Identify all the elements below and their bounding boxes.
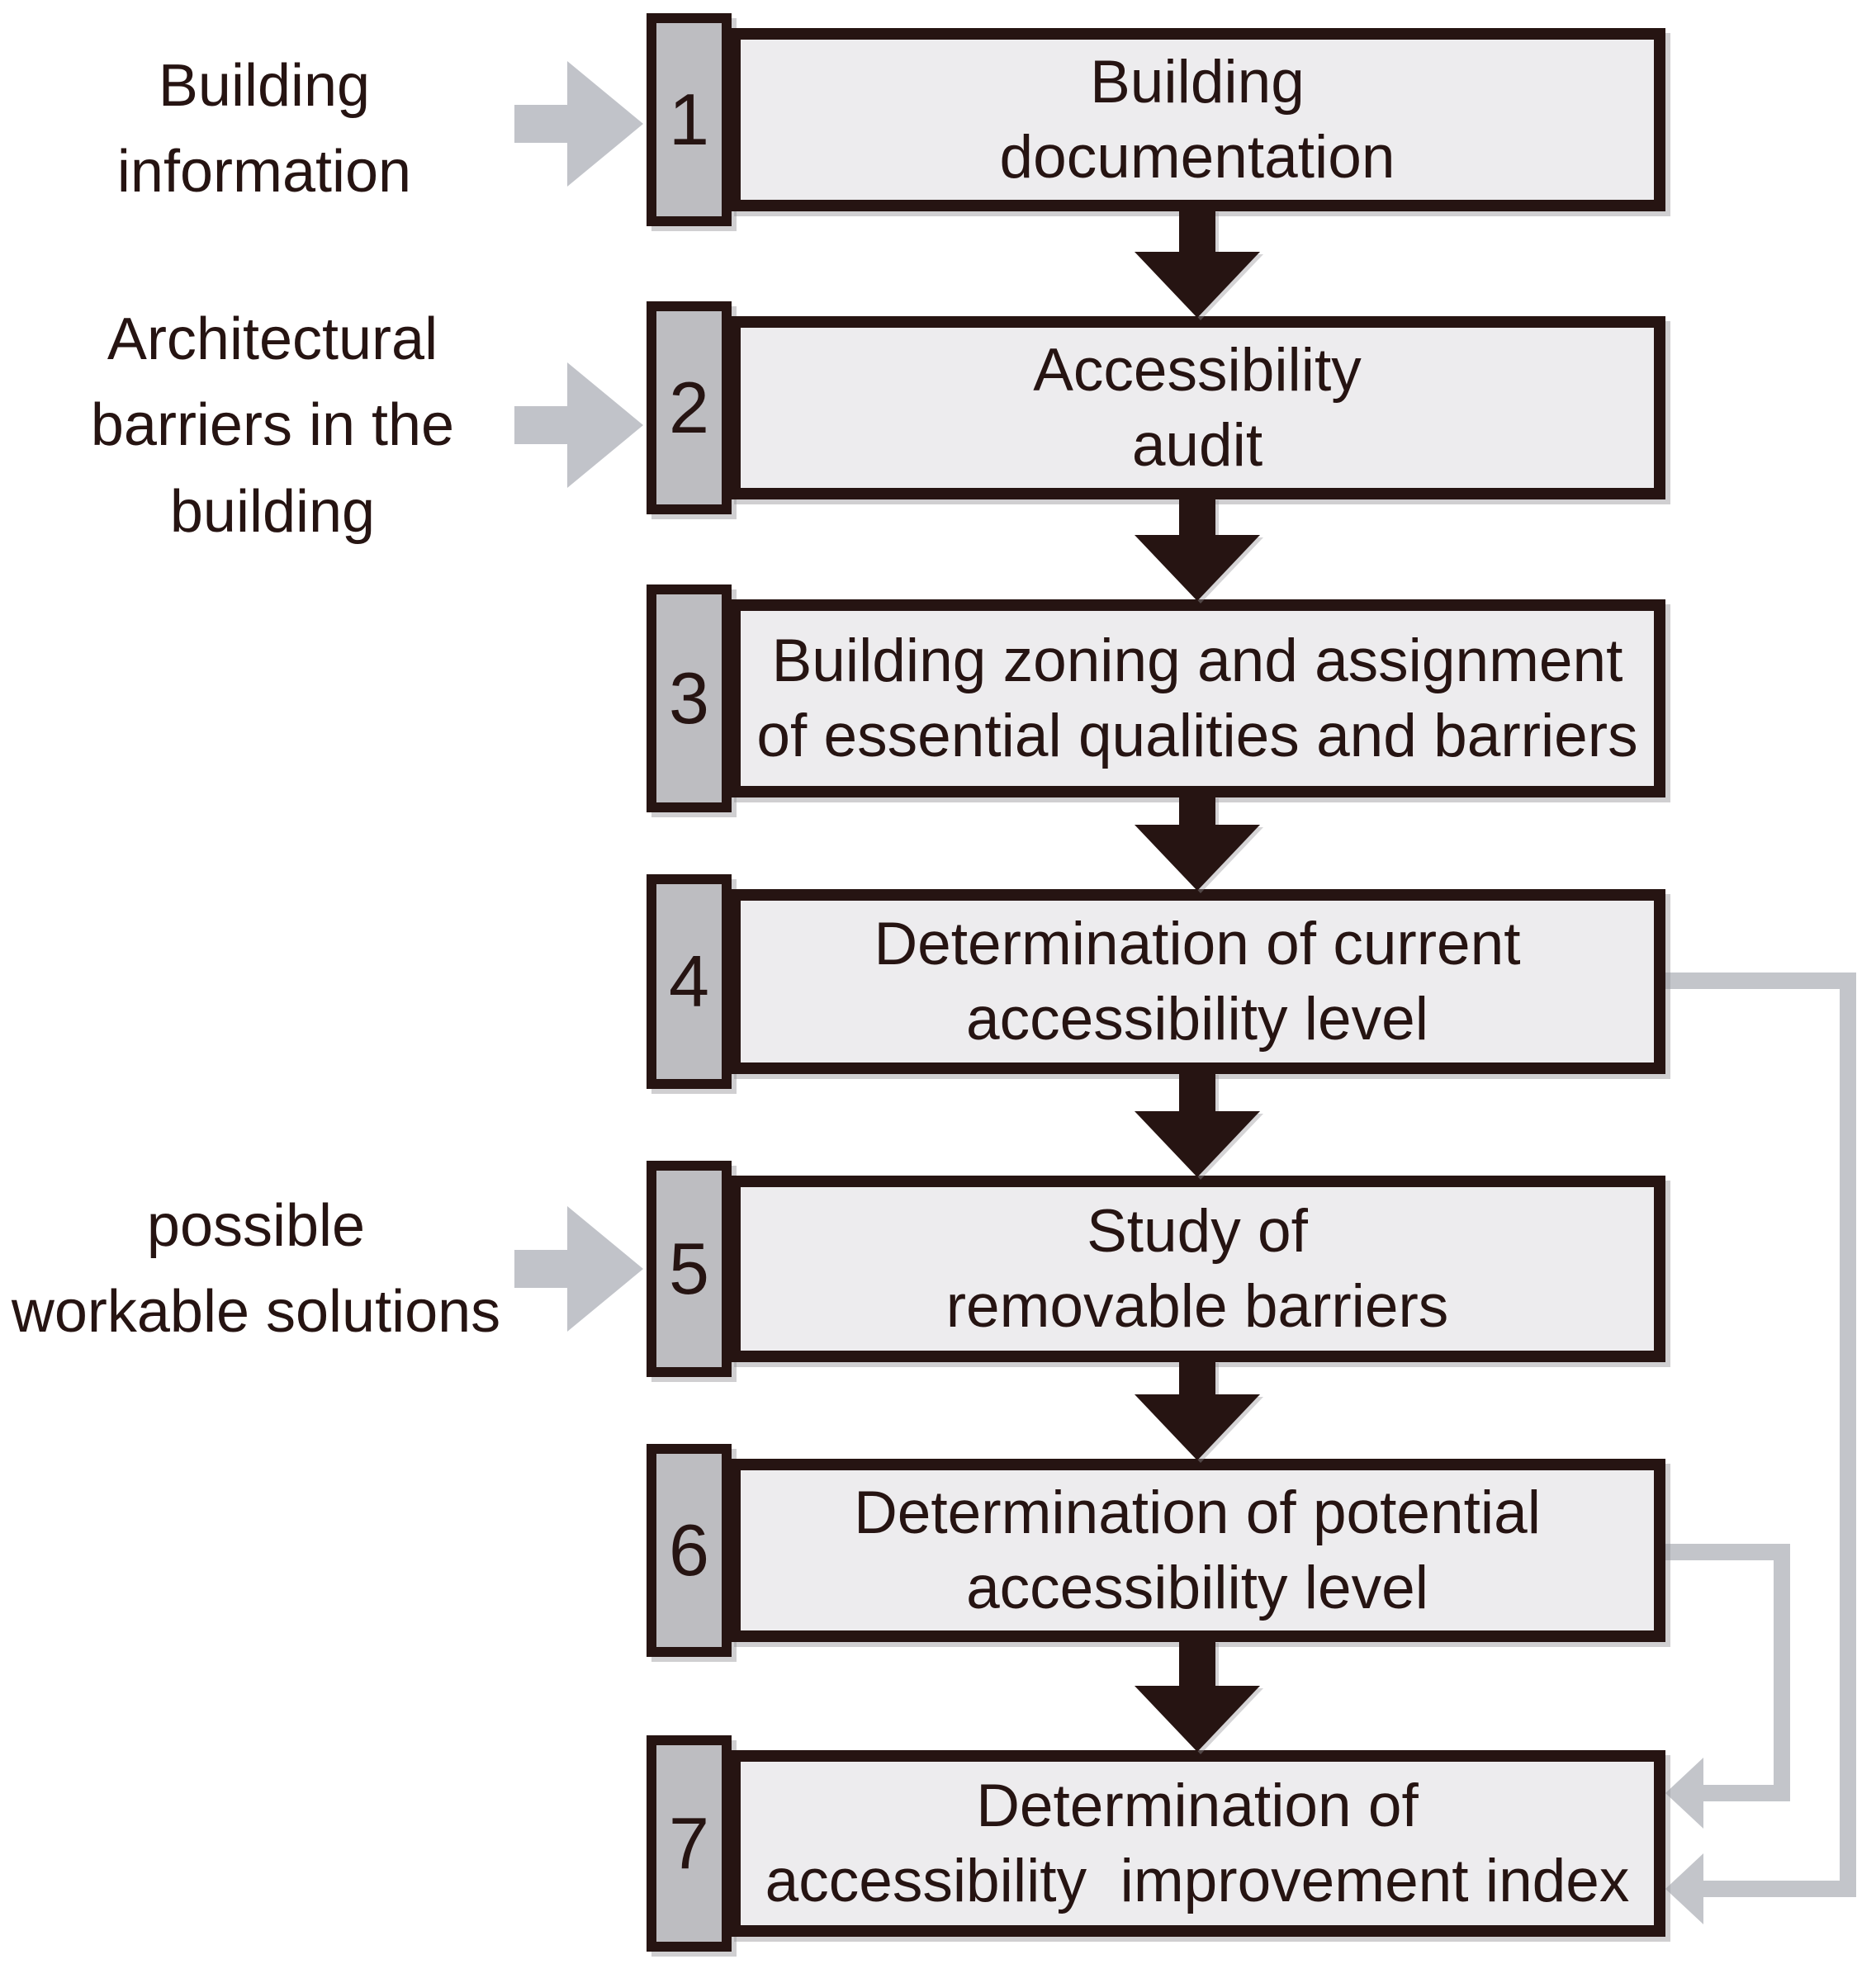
step-6-number: 6 [669,1509,709,1591]
input-arrow-head [567,1206,643,1332]
step-1-number-tab: 1 [647,13,732,226]
flow-arrow-head [1135,1111,1260,1177]
step-3-box: Building zoning and assignment of essent… [729,599,1665,797]
step-6-label: Determination of potential accessibility… [854,1479,1541,1621]
input-arrow-right-icon [514,362,643,488]
step-5-label: Study of removable barriers [945,1197,1449,1340]
flow-arrow-stem [1179,1072,1215,1111]
input-label-architectural-barriers: Architectural barriers in the building [90,306,455,545]
input-label-possible-workable-solutions: possible workable solutions [11,1193,501,1346]
step-2-number-tab: 2 [647,301,732,514]
feedback-arrowhead-left-icon [1665,1758,1703,1829]
feedback-6-7-horizontal-in [1699,1785,1790,1801]
flow-arrow-head [1135,1686,1260,1752]
flow-arrow-stem [1179,1361,1215,1394]
flow-arrow-stem [1179,1640,1215,1686]
flow-arrow-down-icon [1135,1640,1260,1752]
step-3-number: 3 [669,657,709,739]
input-arrow-head [567,61,643,187]
step-4-label: Determination of current accessibility l… [874,910,1521,1053]
step-1-number: 1 [669,78,709,160]
feedback-4-7-vertical [1840,973,1856,1897]
step-3-number-tab: 3 [647,584,732,812]
flow-arrow-down-icon [1135,498,1260,601]
feedback-4-7-horizontal-in [1699,1881,1856,1897]
step-6-box: Determination of potential accessibility… [729,1459,1665,1642]
input-arrow-right-icon [514,1206,643,1332]
input-label-building-information: Building information [116,53,412,206]
input-arrow-stem [514,105,567,143]
step-5-box: Study of removable barriers [729,1176,1665,1362]
input-arrow-stem [514,1250,567,1288]
step-2-box: Accessibility audit [729,316,1665,499]
flow-arrow-head [1135,825,1260,891]
input-arrow-head [567,362,643,488]
flow-arrow-head [1135,535,1260,601]
flow-arrow-down-icon [1135,1072,1260,1177]
step-1-box: Building documentation [729,28,1665,211]
step-7-number-tab: 7 [647,1735,732,1952]
feedback-6-7-horizontal-out [1656,1544,1790,1560]
input-arrow-stem [514,406,567,444]
step-1-label: Building documentation [999,48,1395,191]
flow-arrow-head [1135,1394,1260,1460]
flow-arrow-stem [1179,210,1215,252]
flow-arrow-down-icon [1135,210,1260,318]
step-4-box: Determination of current accessibility l… [729,889,1665,1074]
feedback-6-7-vertical [1774,1544,1790,1801]
step-7-box: Determination of accessibility improveme… [729,1750,1665,1937]
flow-arrow-down-icon [1135,1361,1260,1460]
step-2-number: 2 [669,367,709,448]
flow-arrow-down-icon [1135,796,1260,891]
step-7-label: Determination of accessibility improveme… [765,1772,1630,1914]
input-arrow-right-icon [514,61,643,187]
feedback-arrowhead-left-icon [1665,1853,1703,1924]
step-6-number-tab: 6 [647,1444,732,1657]
flow-arrow-stem [1179,796,1215,825]
step-5-number: 5 [669,1228,709,1309]
step-2-label: Accessibility audit [1033,336,1362,479]
step-4-number-tab: 4 [647,874,732,1089]
step-4-number: 4 [669,940,709,1022]
step-7-number: 7 [669,1802,709,1884]
flow-arrow-head [1135,252,1260,318]
step-5-number-tab: 5 [647,1161,732,1377]
step-3-label: Building zoning and assignment of essent… [756,627,1638,769]
feedback-4-7-horizontal-out [1656,973,1856,989]
flow-arrow-stem [1179,498,1215,535]
